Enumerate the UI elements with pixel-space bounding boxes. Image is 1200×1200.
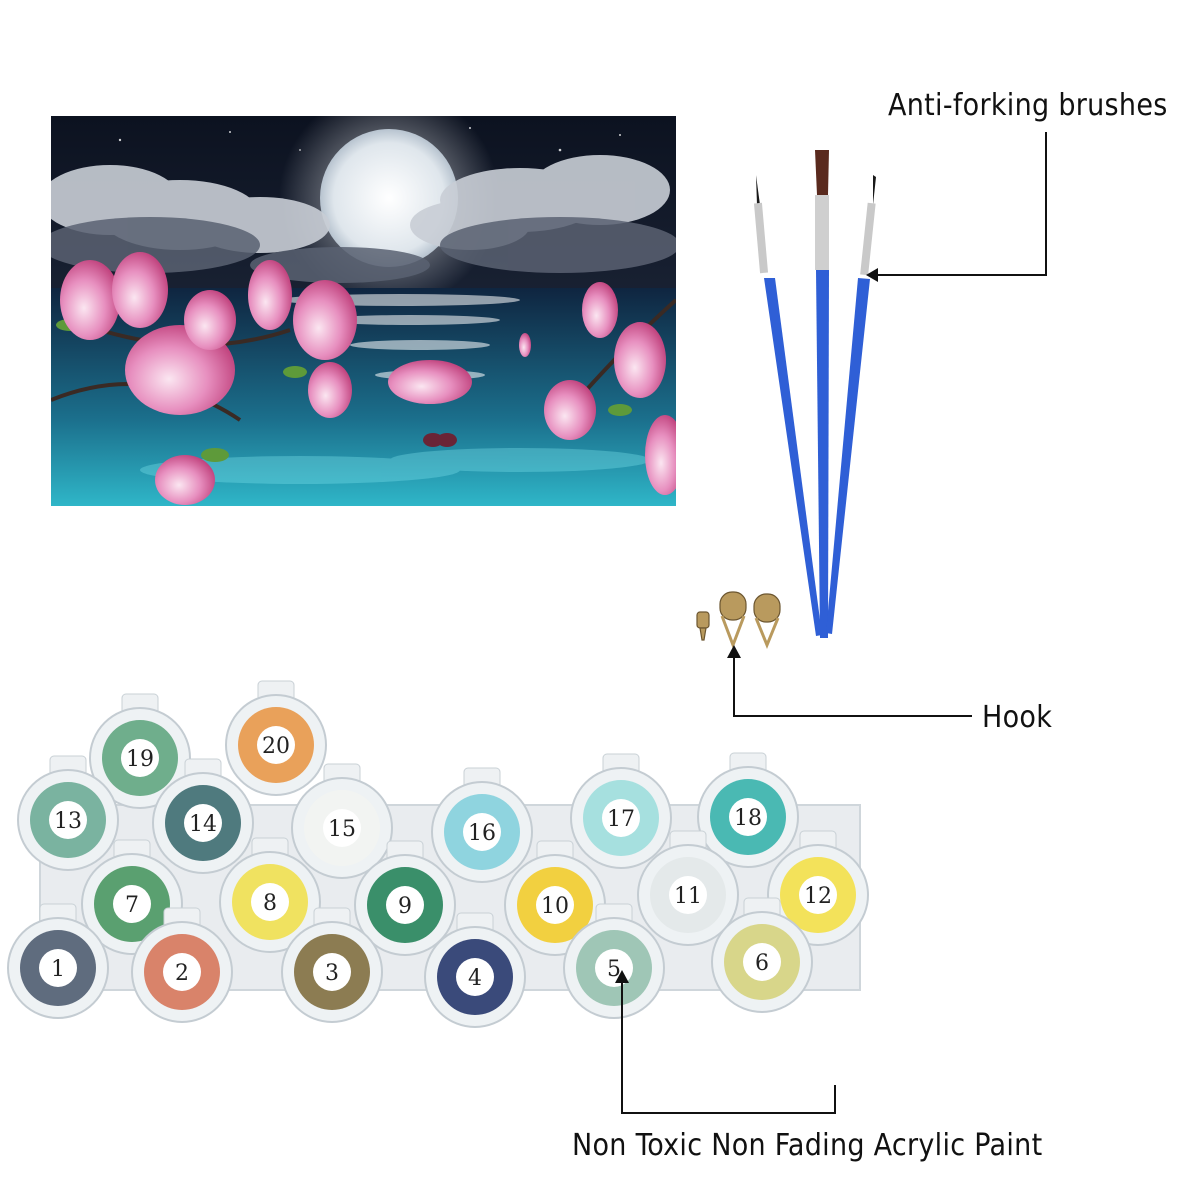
paint-brushes (753, 150, 876, 638)
pot-number-sticker (386, 886, 424, 924)
hook-callout-line (733, 652, 972, 717)
paint-pot-19: 19 (89, 693, 191, 809)
pot-number: 20 (262, 734, 290, 759)
pot-number: 10 (541, 894, 569, 919)
paint-pot-14: 14 (152, 758, 254, 874)
pot-number-sticker (184, 804, 222, 842)
paint-pot-17: 17 (570, 753, 672, 869)
paint-pot-20: 20 (225, 680, 327, 796)
hook-right (753, 593, 781, 649)
pot-number-sticker (121, 739, 159, 777)
pot-number-sticker (313, 953, 351, 991)
paint-pot-15: 15 (291, 763, 393, 879)
pot-number-sticker (729, 798, 767, 836)
pot-number-sticker (743, 943, 781, 981)
pot-number-sticker (49, 801, 87, 839)
paint-pot-11: 11 (637, 830, 739, 946)
paint-label: Non Toxic Non Fading Acrylic Paint (572, 1128, 1043, 1163)
hook-left (719, 591, 747, 650)
brushes-label: Anti-forking brushes (888, 88, 1168, 123)
paint-pot-6: 6 (711, 897, 813, 1013)
pot-number: 12 (804, 884, 832, 909)
paint-pot-1: 1 (7, 903, 109, 1019)
paint-pot-12: 12 (767, 830, 869, 946)
pot-number-sticker (257, 726, 295, 764)
paint-pot-4: 4 (424, 912, 526, 1028)
paint-pot-16: 16 (431, 767, 533, 883)
brush-left (753, 175, 822, 636)
pot-number-sticker (799, 876, 837, 914)
pot-number: 18 (734, 806, 762, 831)
pot-number-sticker (163, 953, 201, 991)
pot-number: 7 (125, 893, 139, 918)
pot-number: 14 (189, 812, 217, 837)
pot-number-sticker (251, 883, 289, 921)
pot-number-sticker (323, 809, 361, 847)
brush-middle (815, 150, 829, 638)
paint-pot-2: 2 (131, 907, 233, 1023)
pot-number: 6 (755, 951, 769, 976)
callout-arrowheads (615, 268, 878, 983)
brush-arrow-icon (866, 268, 878, 282)
pot-number: 15 (328, 817, 356, 842)
callout-lines (621, 132, 1047, 1114)
paint-pot-13: 13 (17, 755, 119, 871)
sawtooth-hooks (696, 591, 781, 650)
pot-number: 19 (126, 747, 154, 772)
pot-number-sticker (456, 958, 494, 996)
paint-pot-8: 8 (219, 837, 321, 953)
painting-image (51, 116, 676, 506)
brush-right (826, 175, 876, 634)
pot-number: 13 (54, 809, 82, 834)
paint-pot-18: 18 (697, 752, 799, 868)
brush-callout-line (874, 132, 1047, 276)
pot-number-sticker (536, 886, 574, 924)
pot-number: 1 (51, 957, 65, 982)
hook-label: Hook (982, 700, 1053, 735)
pot-number-sticker (113, 885, 151, 923)
pot-number: 2 (175, 961, 189, 986)
pot-number: 11 (674, 884, 702, 909)
paint-pot-5: 5 (563, 903, 665, 1019)
pot-number-sticker (39, 949, 77, 987)
paint-pot-9: 9 (354, 840, 456, 956)
pot-number-sticker (463, 813, 501, 851)
paint-arrow-icon (615, 970, 629, 983)
pot-number: 9 (398, 894, 412, 919)
pot-number-sticker (602, 799, 640, 837)
pot-number: 3 (325, 961, 339, 986)
pot-number: 4 (468, 966, 482, 991)
paint-callout-line (621, 978, 836, 1114)
pot-number: 5 (607, 957, 621, 982)
pot-number: 17 (607, 807, 635, 832)
pot-number: 8 (263, 891, 277, 916)
screw (696, 611, 710, 641)
pot-number-sticker (669, 876, 707, 914)
pot-number: 16 (468, 821, 496, 846)
hook-arrow-icon (727, 645, 741, 658)
paint-pot-3: 3 (281, 907, 383, 1023)
